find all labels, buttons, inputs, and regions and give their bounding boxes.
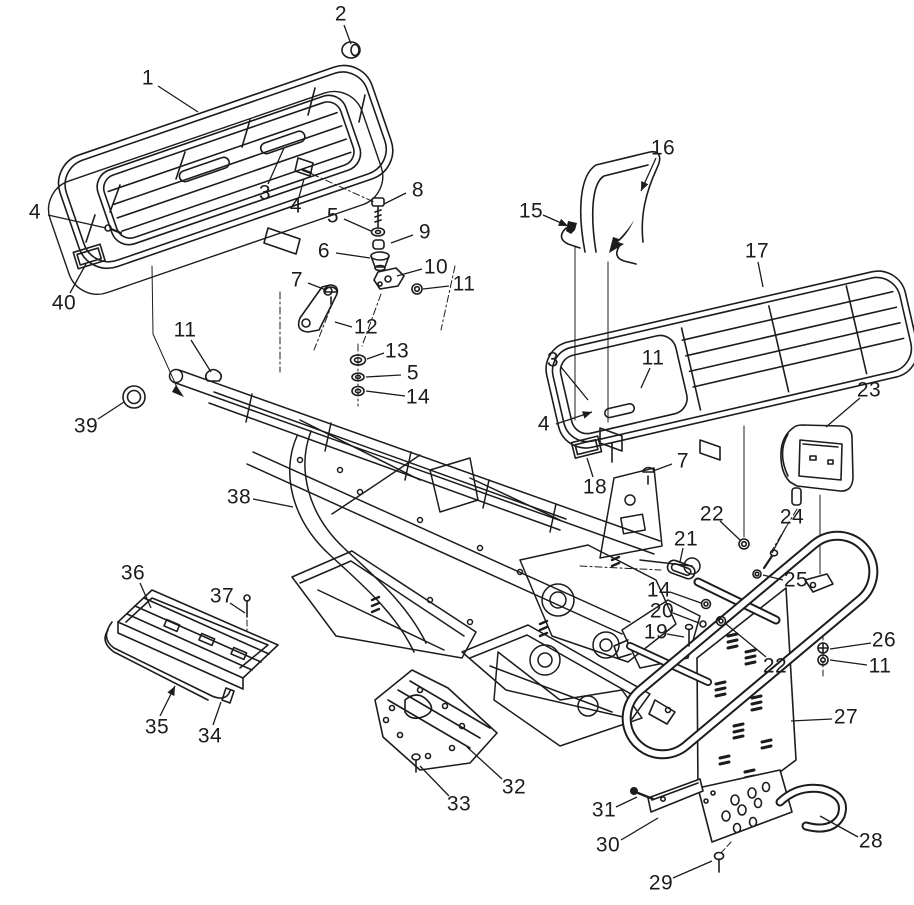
leader-line bbox=[366, 352, 385, 360]
right-fasteners bbox=[666, 538, 829, 666]
leader-line bbox=[719, 520, 741, 541]
leader-line bbox=[267, 147, 285, 185]
leader-line bbox=[672, 612, 700, 624]
clip-15 bbox=[566, 221, 577, 234]
leader-line bbox=[390, 234, 414, 244]
leader-arrowhead bbox=[558, 218, 568, 226]
skid-bolt-33 bbox=[411, 753, 421, 773]
leader-line bbox=[69, 263, 87, 294]
leader-line bbox=[343, 218, 372, 232]
stack-13-5-14 bbox=[349, 354, 367, 397]
leader-line bbox=[229, 602, 246, 614]
leader-arrowhead bbox=[167, 686, 175, 696]
leader-line bbox=[560, 366, 589, 401]
leader-line bbox=[679, 547, 684, 563]
leader-line bbox=[669, 591, 702, 604]
screw-7b bbox=[642, 466, 655, 485]
mount-hardware-upper bbox=[324, 197, 423, 305]
leader-line bbox=[466, 746, 503, 780]
hook-28 bbox=[775, 783, 847, 833]
leader-line bbox=[365, 374, 402, 378]
leader-line bbox=[212, 701, 222, 726]
footrest-drawing bbox=[104, 589, 279, 704]
leader-line bbox=[586, 457, 594, 478]
front-rack-17 bbox=[545, 270, 914, 463]
leader-line bbox=[47, 214, 107, 229]
leader-line bbox=[383, 192, 407, 205]
leader-line bbox=[757, 261, 764, 288]
leader-line bbox=[615, 796, 638, 808]
screw-29 bbox=[713, 851, 725, 873]
leader-line bbox=[620, 817, 659, 841]
leader-line bbox=[190, 339, 212, 373]
leader-line bbox=[762, 574, 784, 581]
leader-line bbox=[652, 463, 673, 472]
leader-line bbox=[725, 623, 767, 658]
leader-line bbox=[819, 815, 859, 838]
leader-line bbox=[666, 633, 685, 638]
leader-line bbox=[334, 321, 353, 328]
leader-line bbox=[419, 765, 450, 797]
leader-line bbox=[422, 285, 450, 290]
reflector-40 bbox=[72, 243, 106, 270]
cap-2 bbox=[341, 41, 361, 59]
leader-line bbox=[139, 582, 152, 609]
leader-line bbox=[829, 642, 872, 650]
leader-line bbox=[790, 718, 833, 722]
leader-line bbox=[365, 390, 406, 397]
grab-bar-16 bbox=[560, 150, 661, 265]
leader-line bbox=[396, 268, 423, 277]
screw-31 bbox=[630, 787, 655, 801]
headlight-23 bbox=[780, 424, 854, 506]
skid-plate-32 bbox=[374, 669, 498, 771]
leader-line bbox=[343, 24, 352, 45]
leader-arrowhead bbox=[582, 411, 592, 419]
leader-line bbox=[97, 401, 125, 420]
leader-line bbox=[157, 85, 199, 113]
leader-line bbox=[771, 526, 787, 554]
bracket-12 bbox=[297, 284, 339, 333]
leader-line bbox=[335, 252, 371, 259]
bumper-27 bbox=[613, 530, 879, 873]
leader-line bbox=[298, 178, 305, 198]
leader-line bbox=[307, 282, 327, 291]
leader-line bbox=[252, 498, 294, 508]
plug-39 bbox=[122, 385, 146, 409]
reflector-18 bbox=[570, 435, 603, 459]
leader-arrowhead bbox=[641, 181, 649, 191]
leader-line bbox=[672, 860, 713, 879]
leader-line bbox=[825, 397, 861, 428]
leader-line bbox=[640, 367, 651, 389]
rear-rack-drawing bbox=[47, 64, 394, 295]
grommet-11 bbox=[204, 368, 223, 382]
leader-line bbox=[829, 659, 868, 666]
